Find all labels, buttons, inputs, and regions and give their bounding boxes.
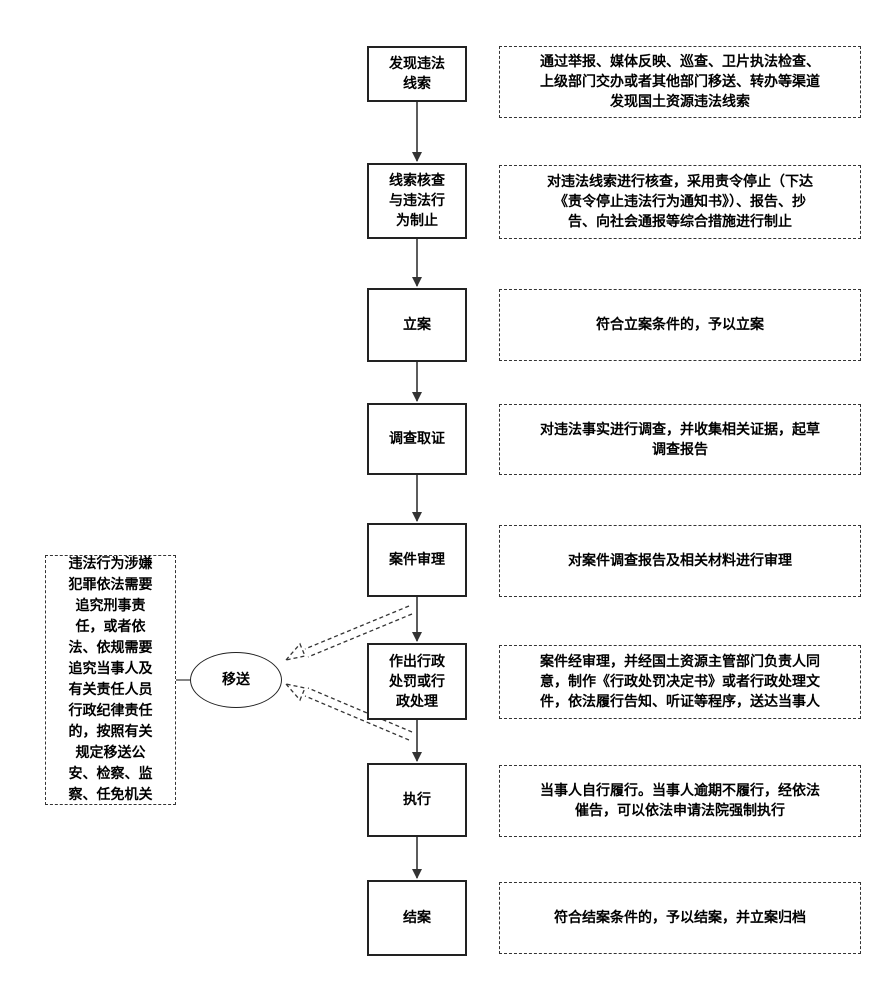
transfer-note-text: 违法行为涉嫌 犯罪依法需要 追究刑事责 任，或者依 法、依规需要 追究当事人及 … (68, 556, 153, 803)
note-penalty-decision: 案件经审理，并经国土资源主管部门负责人同 意，制作《行政处罚决定书》或者行政处理… (499, 645, 861, 719)
transfer-label: 移送 (222, 672, 250, 688)
step-discover-clue: 发现违法 线索 (367, 46, 467, 102)
note-text: 符合结案条件的，予以结案，并立案归档 (554, 910, 806, 926)
step-execute: 执行 (367, 763, 467, 837)
step-label: 案件审理 (389, 552, 445, 568)
transfer-note: 违法行为涉嫌 犯罪依法需要 追究刑事责 任，或者依 法、依规需要 追究当事人及 … (45, 555, 176, 805)
step-label: 结案 (403, 910, 431, 926)
note-text: 对违法事实进行调查，并收集相关证据，起草 调查报告 (540, 421, 820, 458)
step-investigate: 调查取证 (367, 403, 467, 475)
transfer-arrow-upper (284, 605, 413, 662)
note-text: 案件经审理，并经国土资源主管部门负责人同 意，制作《行政处罚决定书》或者行政处理… (540, 654, 820, 710)
step-label: 作出行政 处罚或行 政处理 (389, 653, 445, 710)
note-file-case: 符合立案条件的，予以立案 (499, 289, 861, 361)
step-file-case: 立案 (367, 288, 467, 362)
transfer-arrow-lower (284, 682, 413, 741)
note-investigate: 对违法事实进行调查，并收集相关证据，起草 调查报告 (499, 404, 861, 475)
note-close-case: 符合结案条件的，予以结案，并立案归档 (499, 882, 861, 954)
note-text: 当事人自行履行。当事人逾期不履行，经依法 催告，可以依法申请法院强制执行 (540, 783, 820, 819)
step-verify-stop: 线索核查 与违法行 为制止 (367, 163, 467, 239)
note-text: 符合立案条件的，予以立案 (596, 317, 764, 333)
step-label: 立案 (403, 317, 431, 333)
note-text: 对案件调查报告及相关材料进行审理 (568, 553, 792, 569)
step-close-case: 结案 (367, 880, 467, 956)
note-discover-clue: 通过举报、媒体反映、巡查、卫片执法检查、 上级部门交办或者其他部门移送、转办等渠… (499, 46, 861, 118)
step-label: 发现违法 线索 (389, 56, 445, 92)
step-label: 线索核查 与违法行 为制止 (389, 173, 445, 229)
step-label: 调查取证 (389, 431, 445, 447)
note-text: 通过举报、媒体反映、巡查、卫片执法检查、 上级部门交办或者其他部门移送、转办等渠… (540, 54, 820, 110)
note-case-review: 对案件调查报告及相关材料进行审理 (499, 525, 861, 597)
step-label: 执行 (403, 792, 431, 808)
note-verify-stop: 对违法线索进行核查，采用责令停止（下达 《责令停止违法行为通知书》）、报告、抄 … (499, 165, 861, 239)
transfer-node: 移送 (190, 652, 282, 708)
step-penalty-decision: 作出行政 处罚或行 政处理 (367, 643, 467, 720)
note-execute: 当事人自行履行。当事人逾期不履行，经依法 催告，可以依法申请法院强制执行 (499, 765, 861, 837)
step-case-review: 案件审理 (367, 523, 467, 597)
note-text: 对违法线索进行核查，采用责令停止（下达 《责令停止违法行为通知书》）、报告、抄 … (547, 174, 813, 230)
